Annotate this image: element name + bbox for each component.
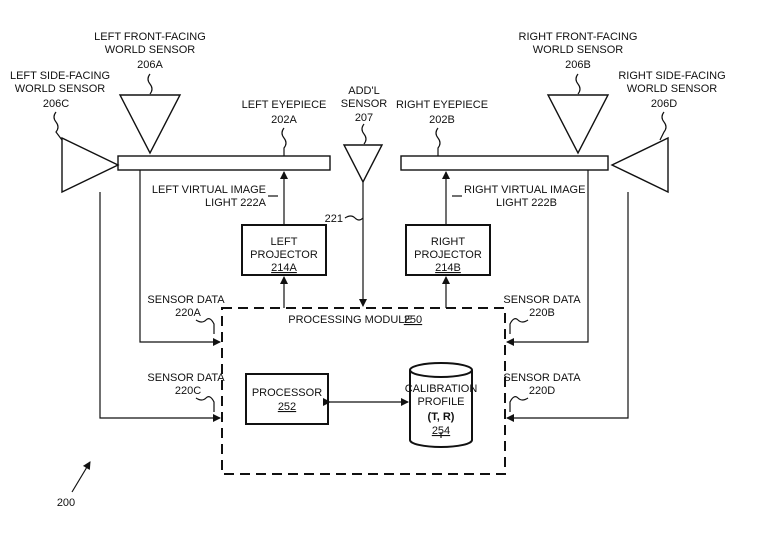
- right-front-sensor: [546, 94, 610, 155]
- left-projector-label-1: LEFT: [271, 236, 298, 248]
- calibration-label-3: (T, R): [428, 411, 455, 423]
- processing-module-ref: 250: [404, 314, 422, 326]
- left-front-sensor-label-2: WORLD SENSOR: [105, 44, 196, 56]
- right-front-sensor-label-1: RIGHT FRONT-FACING: [519, 31, 638, 43]
- right-projector-label-1: RIGHT: [431, 236, 466, 248]
- right-projector-box: [405, 224, 491, 276]
- right-projector-ref: 214B: [435, 262, 461, 274]
- right-side-sensor-label-2: WORLD SENSOR: [627, 83, 718, 95]
- sensor-data-d-ref: 220D: [529, 385, 555, 397]
- sensor-data-c-ref: 220C: [175, 385, 201, 397]
- processor-label: PROCESSOR: [252, 387, 322, 399]
- calibration-label-1: CALIBRATION: [405, 383, 478, 395]
- processor-box: [245, 373, 329, 425]
- additional-sensor-label-1: ADD'L: [348, 85, 379, 97]
- right-light-label-1: RIGHT VIRTUAL IMAGE: [464, 184, 585, 196]
- left-side-sensor: [61, 136, 120, 194]
- additional-sensor: [342, 144, 384, 184]
- left-front-sensor-label-1: LEFT FRONT-FACING: [94, 31, 206, 43]
- right-eyepiece-label: RIGHT EYEPIECE: [396, 99, 488, 111]
- calibration-cylinder: [409, 362, 473, 448]
- left-light-label-2: LIGHT 222A: [205, 197, 267, 209]
- right-side-sensor: [610, 136, 669, 194]
- right-projector-label-2: PROJECTOR: [414, 249, 482, 261]
- left-side-sensor-ref: 206C: [43, 98, 69, 110]
- left-front-sensor-ref: 206A: [137, 59, 163, 71]
- processor-ref: 252: [278, 401, 296, 413]
- additional-sensor-label-2: SENSOR: [341, 98, 388, 110]
- sensor-data-a-ref: 220A: [175, 307, 201, 319]
- right-eyepiece: [400, 155, 609, 171]
- right-side-sensor-ref: 206D: [651, 98, 677, 110]
- link-ref: 221: [325, 213, 343, 225]
- right-side-sensor-label-1: RIGHT SIDE-FACING: [618, 70, 725, 82]
- left-side-sensor-label-1: LEFT SIDE-FACING: [10, 70, 110, 82]
- sensor-data-b-ref: 220B: [529, 307, 555, 319]
- calibration-ref: 254: [432, 425, 450, 437]
- sensor-data-a-label: SENSOR DATA: [147, 294, 225, 306]
- right-front-sensor-label-2: WORLD SENSOR: [533, 44, 624, 56]
- right-front-sensor-ref: 206B: [565, 59, 591, 71]
- sensor-data-c-label: SENSOR DATA: [147, 372, 225, 384]
- left-light-label-1: LEFT VIRTUAL IMAGE: [152, 184, 266, 196]
- sensor-data-d-label: SENSOR DATA: [503, 372, 581, 384]
- additional-sensor-ref: 207: [355, 112, 373, 124]
- right-eyepiece-ref: 202B: [429, 114, 455, 126]
- left-projector-label-2: PROJECTOR: [250, 249, 318, 261]
- left-eyepiece-label: LEFT EYEPIECE: [242, 99, 327, 111]
- processing-module-label: PROCESSING MODULE: [288, 314, 411, 326]
- figure-number: 200: [57, 497, 75, 509]
- right-light-label-2: LIGHT 222B: [496, 197, 557, 209]
- left-eyepiece-ref: 202A: [271, 114, 297, 126]
- left-side-sensor-label-2: WORLD SENSOR: [15, 83, 106, 95]
- left-projector-ref: 214A: [271, 262, 297, 274]
- left-eyepiece: [117, 155, 331, 171]
- sensor-data-b-label: SENSOR DATA: [503, 294, 581, 306]
- calibration-label-2: PROFILE: [417, 396, 464, 408]
- left-front-sensor: [118, 94, 182, 155]
- left-projector-box: [241, 224, 327, 276]
